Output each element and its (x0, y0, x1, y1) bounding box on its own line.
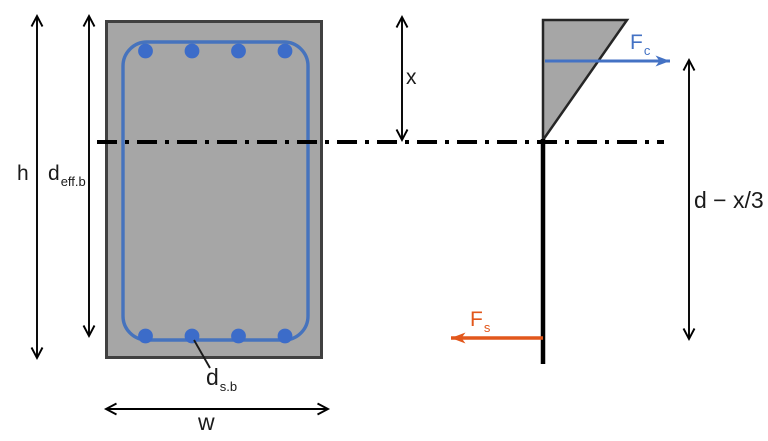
tension-force-label-base: F (470, 308, 483, 331)
bottom-bar-leader-line (193, 339, 211, 369)
rebar-top-4 (277, 43, 293, 59)
width-label: w (198, 409, 215, 435)
effective-depth-label-subscript: eff.b (60, 174, 86, 189)
rebar-top-3 (231, 43, 246, 59)
compression-force-label-base: F (630, 31, 643, 54)
stirrup-outline (121, 40, 310, 342)
rebar-top-2 (184, 43, 200, 59)
rebar-top-row (138, 43, 293, 59)
bottom-bar-label: ds.b (206, 364, 237, 394)
effective-depth-label-base: d (48, 162, 60, 185)
tension-force-label: Fs (470, 308, 490, 334)
compression-stress-triangle (541, 18, 630, 144)
rebar-bottom-2 (184, 328, 200, 344)
bottom-bar-label-base: d (206, 364, 219, 390)
rebar-top-1 (138, 43, 153, 59)
rebar-bottom-4 (277, 328, 293, 344)
compression-force-label-subscript: c (643, 43, 651, 58)
compression-force-label: Fc (630, 31, 650, 57)
x-depth-label: x (406, 66, 417, 89)
beam-cross-section (105, 20, 323, 359)
tension-force-label-subscript: s (483, 320, 491, 335)
lever-arm-label: d − x/3 (694, 187, 764, 213)
bottom-bar-label-subscript: s.b (219, 379, 238, 394)
rebar-bottom-3 (231, 328, 246, 344)
rebar-bottom-row (138, 328, 293, 344)
rebar-bottom-1 (138, 328, 153, 344)
effective-depth-label: deff.b (48, 162, 86, 188)
height-label: h (17, 162, 29, 185)
